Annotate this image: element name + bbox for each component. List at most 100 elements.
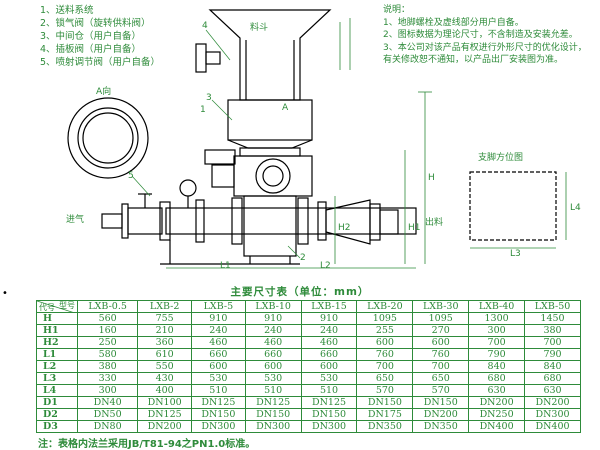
table-cell: 330 — [76, 372, 139, 385]
table-cell: DN350 — [356, 420, 414, 433]
row-code-cell: D3 — [36, 420, 78, 433]
table-cell: 790 — [524, 348, 581, 361]
table-cell: 790 — [468, 348, 526, 361]
table-cell: 510 — [300, 384, 358, 397]
table-cell: 630 — [468, 384, 526, 397]
label-outlet: 出料 — [425, 216, 443, 228]
label-l4: L4 — [570, 203, 581, 213]
legend-item: 3、中间仓（用户自备） — [40, 31, 142, 42]
table-cell: 700 — [468, 336, 526, 349]
model-header: LXB-2 — [137, 300, 192, 313]
model-header: LXB-30 — [412, 300, 470, 313]
table-cell: DN300 — [524, 408, 581, 421]
note-item: 1、地脚螺栓及虚线部分用户自备。 — [383, 17, 524, 28]
table-cell: DN200 — [468, 396, 526, 409]
label-l2: L2 — [320, 261, 331, 271]
notes-heading: 说明： — [383, 5, 411, 15]
table-cell: 755 — [137, 312, 192, 325]
notes-block: 说明： 1、地脚螺栓及虚线部分用户自备。 2、图标数据为理论尺寸，不含制造及安装… — [383, 4, 588, 67]
table-cell: 400 — [137, 384, 192, 397]
note-item: 2、图标数据为理论尺寸，不含制造及安装允差。 — [383, 30, 578, 40]
model-header: LXB-40 — [468, 300, 526, 313]
table-cell: DN300 — [300, 420, 358, 433]
table-cell: DN150 — [191, 408, 246, 421]
table-cell: DN40 — [76, 396, 139, 409]
table-cell: 600 — [356, 336, 414, 349]
label-h1: H1 — [408, 223, 421, 233]
table-cell: 255 — [356, 324, 414, 337]
table-cell: 580 — [76, 348, 139, 361]
support-layout — [469, 171, 557, 241]
table-cell: 840 — [524, 360, 581, 373]
row-code-cell: H2 — [36, 336, 78, 349]
table-cell: 530 — [191, 372, 246, 385]
table-cell: DN150 — [356, 396, 414, 409]
table-cell: 910 — [191, 312, 246, 325]
table-cell: DN150 — [244, 408, 302, 421]
table-cell: DN125 — [244, 396, 302, 409]
table-cell: 460 — [191, 336, 246, 349]
table-cell: 700 — [524, 336, 581, 349]
table-cell: 1300 — [468, 312, 526, 325]
table-cell: 650 — [356, 372, 414, 385]
table-cell: 1095 — [412, 312, 470, 325]
label-arrow-a: A — [282, 103, 289, 113]
table-cell: 1095 — [356, 312, 414, 325]
table-cell: DN150 — [412, 396, 470, 409]
table-cell: 660 — [191, 348, 246, 361]
table-cell: 600 — [412, 336, 470, 349]
row-code-cell: L2 — [36, 360, 78, 373]
outlet-cone — [325, 199, 371, 245]
table-cell: 600 — [244, 360, 302, 373]
table-cell: DN125 — [137, 408, 192, 421]
table-cell: 760 — [356, 348, 414, 361]
pressure-gauge — [179, 179, 197, 197]
label-h2: H2 — [338, 223, 351, 233]
table-cell: 430 — [137, 372, 192, 385]
table-cell: DN200 — [524, 396, 581, 409]
table-cell: 240 — [300, 324, 358, 337]
table-cell: 510 — [244, 384, 302, 397]
row-code-cell: L3 — [36, 372, 78, 385]
callout-4: 4 — [202, 21, 208, 31]
table-title: 主要尺寸表（单位：mm） — [230, 286, 370, 298]
table-cell: DN80 — [76, 420, 139, 433]
model-header: LXB-5 — [191, 300, 246, 313]
technical-drawing: 料斗 A向 A 进气 出料 支脚方位图 H H1 H2 L1 L2 L3 L4 … — [66, 9, 581, 271]
table-cell: 250 — [76, 336, 139, 349]
spec-table: 型号 代号 LXB-0.5 LXB-2 LXB-5 LXB-10 LXB-15 … — [36, 300, 581, 433]
label-hopper: 料斗 — [250, 21, 268, 33]
table-cell: 530 — [300, 372, 358, 385]
table-cell: 630 — [524, 384, 581, 397]
table-cell: 240 — [244, 324, 302, 337]
table-cell: DN150 — [300, 408, 358, 421]
label-support: 支脚方位图 — [478, 151, 523, 163]
model-header: LXB-20 — [356, 300, 414, 313]
table-cell: 600 — [300, 360, 358, 373]
table-cell: 380 — [76, 360, 139, 373]
table-cell: 910 — [300, 312, 358, 325]
rotary-valve — [233, 155, 313, 197]
table-cell: 650 — [412, 372, 470, 385]
table-cell: 760 — [412, 348, 470, 361]
table-cell: 570 — [356, 384, 414, 397]
legend-item: 4、插板阀（用户自备） — [40, 44, 142, 55]
table-cell: DN300 — [191, 420, 246, 433]
table-cell: 530 — [244, 372, 302, 385]
table-cell: DN200 — [412, 408, 470, 421]
table-cell: 660 — [300, 348, 358, 361]
bullet-mark: • — [2, 288, 8, 299]
legend-item: 2、锁气阀（旋转供料阀） — [40, 18, 151, 29]
table-cell: 210 — [137, 324, 192, 337]
table-cell: DN250 — [468, 408, 526, 421]
inlet-valve — [127, 207, 163, 235]
table-cell: 680 — [524, 372, 581, 385]
model-header: LXB-0.5 — [76, 300, 139, 313]
